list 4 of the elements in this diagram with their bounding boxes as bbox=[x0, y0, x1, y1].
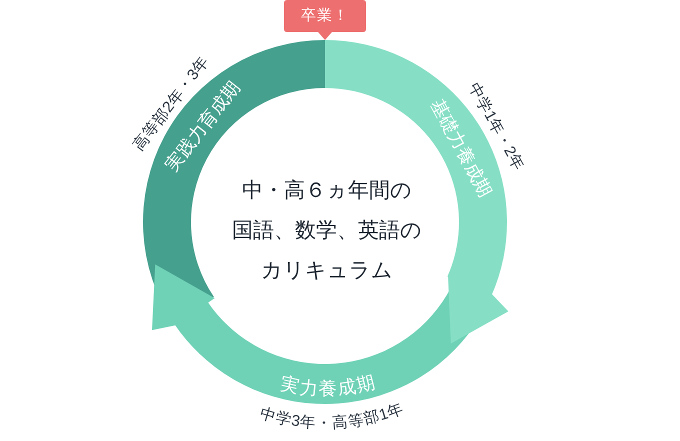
phase-label: 実力養成期 bbox=[278, 370, 378, 399]
grade-label: 中学3年・高等部1年 bbox=[258, 400, 406, 432]
callout-badge: 卒業！ bbox=[284, 0, 366, 40]
heading: 中・高６ヵ年間の国語、数学、英語のカリキュラム bbox=[231, 178, 423, 284]
